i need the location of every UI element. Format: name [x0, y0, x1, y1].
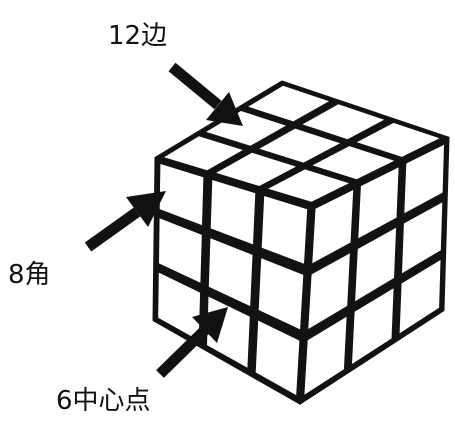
top-sticker: [302, 104, 385, 140]
top-sticker: [206, 111, 286, 146]
front-sticker: [159, 164, 204, 226]
right-sticker: [358, 167, 399, 239]
front-sticker: [261, 196, 308, 264]
front-sticker: [255, 320, 300, 396]
arrow-to-center: [156, 307, 228, 378]
top-sticker: [216, 152, 296, 186]
cube-stickers: [158, 85, 444, 396]
edges-label: 12边: [108, 21, 168, 51]
top-sticker: [268, 169, 349, 202]
right-sticker: [399, 260, 441, 334]
corners-label: 8角: [8, 260, 51, 290]
top-sticker: [312, 146, 395, 180]
front-sticker: [159, 218, 202, 283]
arrow-to-edge: [168, 62, 243, 126]
top-sticker: [248, 85, 329, 122]
right-sticker: [304, 316, 347, 395]
right-sticker: [312, 190, 354, 264]
top-sticker: [259, 128, 341, 163]
front-sticker: [158, 272, 201, 341]
front-sticker: [210, 180, 256, 245]
front-sticker: [208, 238, 253, 307]
top-sticker: [356, 122, 440, 157]
right-sticker: [402, 202, 443, 274]
right-sticker: [404, 144, 444, 214]
right-sticker: [355, 227, 397, 302]
front-sticker: [258, 258, 304, 330]
rubiks-cube: [152, 80, 450, 405]
centers-label: 6中心点: [56, 386, 151, 416]
top-sticker: [164, 136, 243, 171]
right-sticker: [352, 288, 394, 364]
arrow-to-corner: [84, 191, 166, 252]
right-sticker: [308, 253, 350, 329]
